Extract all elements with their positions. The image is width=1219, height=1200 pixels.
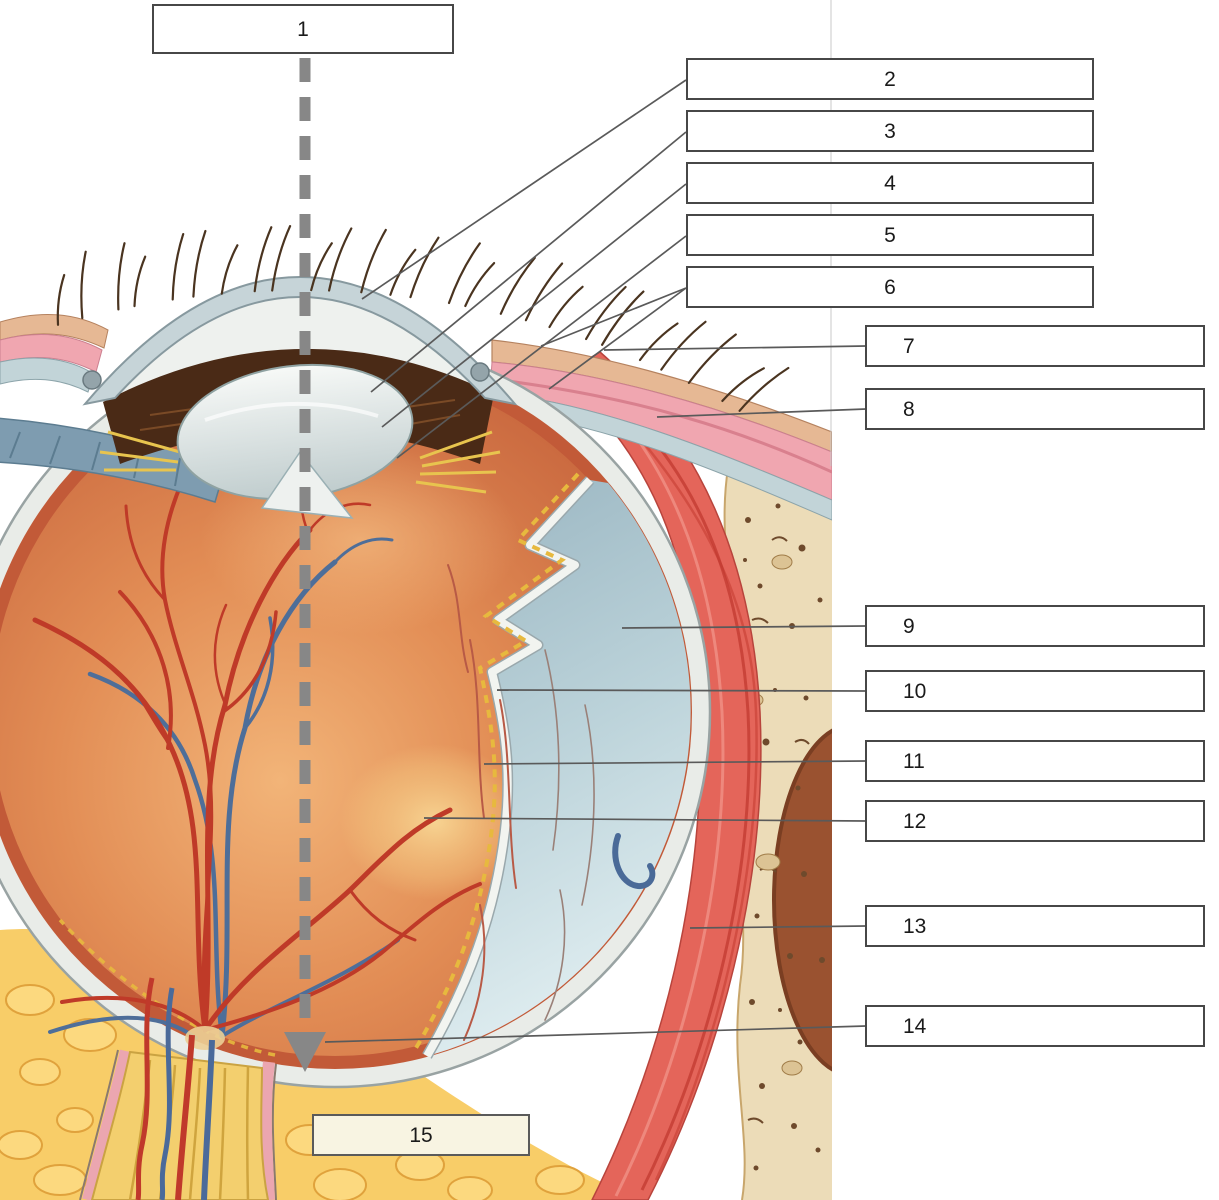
answer-box-5-number: 5 [884, 223, 896, 247]
answer-box-14-number: 14 [903, 1014, 927, 1038]
answer-box-13-number: 13 [903, 914, 927, 938]
lid-margin-left [82, 370, 102, 390]
answer-box-13[interactable]: 13 [865, 905, 1205, 947]
answer-box-6[interactable]: 6 [686, 266, 1094, 308]
answer-box-4[interactable]: 4 [686, 162, 1094, 204]
leader-lines [324, 79, 867, 1043]
answer-box-10-number: 10 [903, 679, 927, 703]
answer-box-8-number: 8 [903, 397, 915, 421]
bone-marrow [772, 728, 832, 1072]
retinal-vessels [32, 466, 656, 1041]
answer-box-11[interactable]: 11 [865, 740, 1205, 782]
answer-box-14[interactable]: 14 [865, 1005, 1205, 1047]
leader-8 [656, 408, 867, 418]
answer-box-2[interactable]: 2 [686, 58, 1094, 100]
lid-margin-right [470, 362, 490, 382]
leader-6b [548, 287, 687, 390]
zonule-fibers [99, 430, 501, 494]
leader-3 [370, 131, 687, 393]
answer-box-5[interactable]: 5 [686, 214, 1094, 256]
optical-axis [284, 58, 326, 1072]
answer-box-7[interactable]: 7 [865, 325, 1205, 367]
leader-13 [689, 925, 867, 929]
central-retinal-vein [201, 1039, 215, 1200]
axis-arrowhead [284, 1032, 326, 1072]
answer-box-9[interactable]: 9 [865, 605, 1205, 647]
answer-box-2-number: 2 [884, 67, 896, 91]
answer-box-12[interactable]: 12 [865, 800, 1205, 842]
leader-9 [621, 625, 867, 629]
answer-box-4-number: 4 [884, 171, 896, 195]
answer-box-6-number: 6 [884, 275, 896, 299]
vortex-vein [612, 833, 656, 890]
macula [340, 744, 530, 900]
optic-nerve [79, 977, 277, 1200]
answer-box-3[interactable]: 3 [686, 110, 1094, 152]
answer-box-15-number: 15 [409, 1123, 433, 1147]
answer-box-9-number: 9 [903, 614, 915, 638]
answer-box-11-number: 11 [903, 749, 925, 773]
answer-box-8[interactable]: 8 [865, 388, 1205, 430]
leader-14 [324, 1025, 867, 1043]
answer-box-1[interactable]: 1 [152, 4, 454, 54]
cut-retina-edge [423, 477, 593, 1058]
choroid-dashed-line [414, 472, 580, 1050]
leader-6a [540, 287, 687, 347]
leader-4 [381, 183, 687, 428]
central-retinal-artery [175, 1034, 195, 1200]
leader-11 [483, 760, 867, 765]
leader-12 [423, 817, 867, 822]
answer-box-12-number: 12 [903, 809, 927, 833]
answer-box-10[interactable]: 10 [865, 670, 1205, 712]
leader-10 [496, 689, 867, 692]
answer-box-7-number: 7 [903, 334, 915, 358]
eyelashes [56, 225, 790, 412]
answer-box-15[interactable]: 15 [312, 1114, 530, 1156]
leader-5 [396, 235, 687, 459]
answer-box-1-number: 1 [297, 17, 309, 41]
leader-2 [361, 79, 687, 300]
vitreous-cut-wedge [260, 450, 354, 519]
optic-disc [185, 1026, 225, 1050]
answer-box-3-number: 3 [884, 119, 896, 143]
leader-7 [603, 345, 867, 351]
